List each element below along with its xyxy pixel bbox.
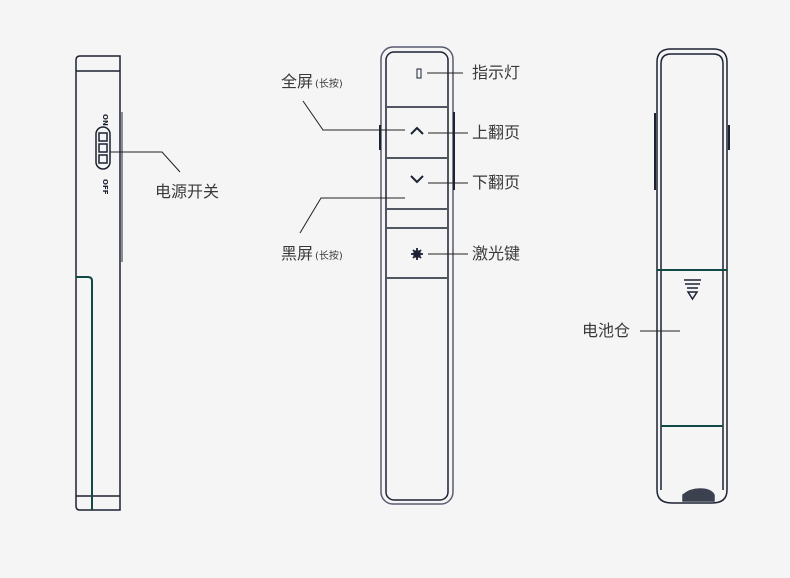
- side-view: [75, 55, 181, 511]
- switch-notch: [98, 132, 108, 142]
- label-text: 电池仓: [582, 321, 631, 340]
- label-indicator: 指示灯: [472, 65, 520, 81]
- side-battery-cover-line: [76, 276, 93, 510]
- leader-power-switch: [110, 151, 181, 173]
- leader-blackscreen: [299, 197, 405, 234]
- label-text: 下翻页: [472, 173, 521, 192]
- label-text: 激光键: [472, 244, 521, 263]
- label-text: 上翻页: [472, 123, 521, 142]
- back-view: [640, 48, 730, 504]
- indicator-light-icon: [416, 68, 422, 79]
- switch-notch: [98, 143, 108, 153]
- label-text: 黑屏: [281, 244, 314, 263]
- label-battery: 电池仓: [582, 323, 630, 339]
- power-switch[interactable]: [95, 126, 111, 170]
- front-view: [299, 46, 468, 505]
- front-inner-outline: [385, 51, 449, 501]
- battery-cover-open-icon[interactable]: [684, 279, 701, 301]
- chevron-down-icon[interactable]: [410, 175, 424, 184]
- side-body-outline: [75, 55, 121, 511]
- label-note: (长按): [315, 251, 343, 262]
- back-outer-outline: [656, 48, 728, 504]
- label-note: (长按): [315, 79, 343, 90]
- lanyard-slot: [682, 488, 715, 502]
- switch-track: [95, 126, 111, 170]
- label-blackscreen: 黑屏(长按): [281, 246, 343, 262]
- label-text: 指示灯: [472, 63, 521, 82]
- label-laser: 激光键: [472, 246, 520, 262]
- front-outer-outline: [380, 46, 454, 505]
- label-page-up: 上翻页: [472, 125, 520, 141]
- switch-off-mark: OFF: [101, 179, 109, 195]
- label-page-down: 下翻页: [472, 175, 520, 191]
- back-inner-top: [660, 53, 724, 490]
- chevron-up-icon[interactable]: [410, 126, 424, 135]
- label-power-switch: 电源开关: [155, 184, 219, 200]
- switch-on-mark: ON: [101, 114, 109, 126]
- leader-fullscreen: [302, 100, 405, 131]
- label-fullscreen: 全屏(长按): [281, 74, 343, 90]
- label-text: 全屏: [281, 72, 314, 91]
- laser-gear-icon[interactable]: [411, 248, 423, 260]
- switch-notch: [98, 154, 108, 164]
- label-text: 电源开关: [155, 182, 220, 201]
